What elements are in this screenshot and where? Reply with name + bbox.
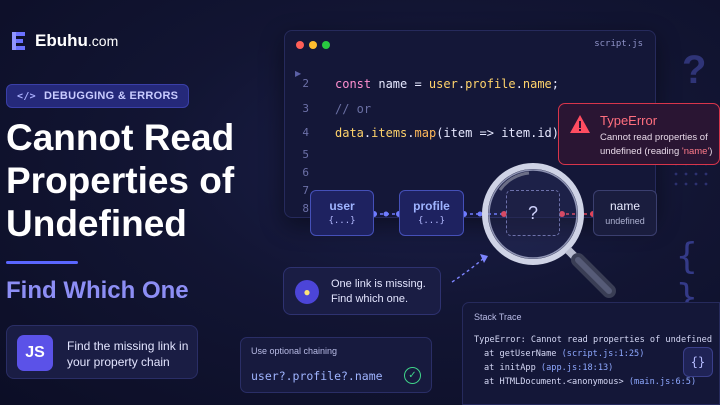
stack-frame-link[interactable]: (script.js:1:25) bbox=[561, 349, 645, 359]
missing-link-hint: ● One link is missing. Find which one. bbox=[283, 267, 441, 315]
warning-icon bbox=[570, 115, 590, 133]
js-hint-text: Find the missing link in your property c… bbox=[67, 339, 189, 369]
optional-chaining-code: user?.profile?.name bbox=[251, 369, 383, 383]
lightbulb-icon: ● bbox=[295, 280, 319, 304]
stack-frame-link[interactable]: (app.js:18:13) bbox=[540, 363, 614, 373]
editor-filename: script.js bbox=[594, 39, 643, 49]
stack-frame: at getUserName (script.js:1:25) bbox=[484, 349, 645, 359]
code-icon: </> bbox=[17, 90, 36, 102]
hint-text: One link is missing. Find which one. bbox=[331, 278, 426, 305]
ebuhu-logo-icon bbox=[12, 32, 25, 50]
line-number: 2 bbox=[302, 77, 309, 90]
chain-node-profile[interactable]: profile {...} bbox=[399, 190, 464, 236]
brand-name: Ebuhu bbox=[35, 31, 88, 50]
code-line: const name = user.profile.name; bbox=[335, 77, 560, 91]
js-hint-card: JS Find the missing link in your propert… bbox=[6, 325, 198, 379]
stack-trace-panel: Stack Trace TypeError: Cannot read prope… bbox=[462, 302, 720, 405]
window-maximize-dot[interactable] bbox=[322, 41, 330, 49]
fold-arrow-icon: ▶ bbox=[295, 69, 302, 78]
error-message: Cannot read properties of undefined (rea… bbox=[600, 132, 713, 157]
brand[interactable]: Ebuhu.com bbox=[10, 30, 118, 52]
headline-divider bbox=[6, 261, 78, 264]
code-line: data.items.map(item => item.id) bbox=[335, 126, 560, 140]
stack-trace-error: TypeError: Cannot read properties of und… bbox=[474, 335, 712, 345]
stack-frame: at HTMLDocument.<anonymous> (main.js:6:5… bbox=[484, 377, 697, 387]
brand-tld: .com bbox=[87, 33, 119, 49]
optional-chaining-card: Use optional chaining user?.profile?.nam… bbox=[240, 337, 432, 393]
headline: Cannot Read Properties of Undefined bbox=[6, 116, 276, 245]
braces-icon: {} bbox=[683, 347, 713, 377]
chain-node-missing[interactable]: ? bbox=[506, 190, 560, 236]
checkmark-icon: ✓ bbox=[404, 367, 421, 384]
type-error-callout: TypeError Cannot read properties of unde… bbox=[558, 103, 720, 165]
headline-line-3: Undefined bbox=[6, 203, 187, 244]
stack-trace-title: Stack Trace bbox=[474, 312, 522, 322]
magnifier-icon bbox=[482, 163, 616, 298]
subtitle: Find Which One bbox=[6, 277, 189, 304]
line-number: 3 bbox=[302, 102, 309, 115]
line-number: 6 bbox=[302, 166, 309, 179]
headline-line-2: Properties of bbox=[6, 160, 235, 201]
category-tag: </> DEBUGGING & ERRORS bbox=[6, 84, 190, 108]
line-number: 8 bbox=[302, 202, 309, 215]
window-minimize-dot[interactable] bbox=[309, 41, 317, 49]
stack-frame: at initApp (app.js:18:13) bbox=[484, 363, 614, 373]
question-mark-decor: ? bbox=[682, 48, 707, 92]
js-badge-icon: JS bbox=[17, 335, 53, 371]
chain-node-name[interactable]: name undefined bbox=[593, 190, 657, 236]
line-number: 7 bbox=[302, 184, 309, 197]
error-title: TypeError bbox=[600, 113, 658, 128]
stack-frame-link[interactable]: (main.js:6:5) bbox=[628, 377, 697, 387]
line-number: 5 bbox=[302, 148, 309, 161]
chain-node-user[interactable]: user {...} bbox=[310, 190, 374, 236]
headline-line-1: Cannot Read bbox=[6, 117, 235, 158]
code-comment: // or bbox=[335, 102, 372, 116]
category-label: DEBUGGING & ERRORS bbox=[43, 90, 179, 102]
window-close-dot[interactable] bbox=[296, 41, 304, 49]
line-number: 4 bbox=[302, 126, 309, 139]
optional-chaining-label: Use optional chaining bbox=[251, 346, 338, 356]
